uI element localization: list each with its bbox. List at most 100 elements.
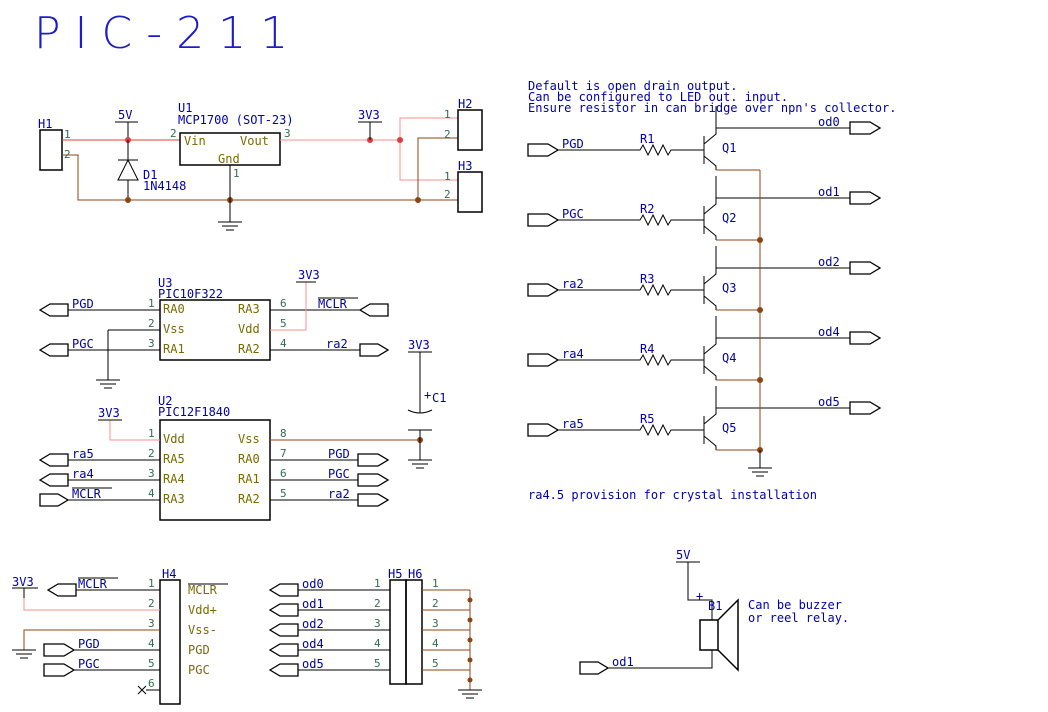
- diode-d1: [117, 140, 139, 200]
- port-ra2: [357, 493, 390, 507]
- port-output: [849, 191, 882, 205]
- h6-ref: H6: [408, 567, 422, 581]
- h6-pin-num: 3: [432, 617, 439, 630]
- note-buzzer-1: Can be buzzer: [748, 598, 842, 612]
- port-input: [527, 423, 560, 437]
- u2-section: U2 PIC12F1840 Vdd RA5 RA4 RA3 1 2 3 4 Vs…: [38, 338, 446, 521]
- u2-pin-num: 5: [280, 487, 287, 500]
- u2-pin-num: 4: [148, 487, 155, 500]
- buzzer-cone: [717, 598, 739, 672]
- h4-ref: H4: [162, 567, 176, 581]
- u2-pin-num: 1: [148, 427, 155, 440]
- b1-plus: +: [696, 589, 703, 603]
- h5-pin-num: 2: [374, 597, 381, 610]
- port-mclr: [46, 583, 77, 597]
- h4-pin-num: 5: [148, 657, 155, 670]
- u3-pin-num: 4: [280, 337, 287, 350]
- h6-connector: [405, 579, 423, 685]
- h6-pin-num: 1: [432, 577, 439, 590]
- net-ra5: ra5: [72, 447, 94, 461]
- h4-pin-num: 4: [148, 637, 155, 650]
- net-ra4: ra4: [72, 467, 94, 481]
- resistor: [558, 423, 704, 437]
- u3-pin-name: Vdd: [238, 322, 260, 336]
- port-pgd: [38, 303, 69, 317]
- title: PIC-211: [34, 8, 302, 59]
- net-output: od5: [818, 395, 840, 409]
- h5-ref: H5: [388, 567, 402, 581]
- u3-pin-num: 1: [148, 297, 155, 310]
- junction: [125, 197, 131, 203]
- h1-ref: H1: [38, 117, 52, 131]
- h2-pin-2: 2: [444, 128, 451, 141]
- h4-wires: [74, 589, 160, 695]
- net-mclr: MCLR: [78, 577, 108, 591]
- u3-wires: [68, 309, 360, 380]
- resistor-ref: R1: [640, 132, 654, 146]
- resistor-ref: R4: [640, 342, 654, 356]
- port-mclr: [39, 493, 70, 507]
- net-input: ra4: [562, 347, 584, 361]
- label-3v3: 3V3: [358, 108, 380, 122]
- u2-pin-name: Vdd: [163, 432, 185, 446]
- u3-pin-name: RA1: [163, 342, 185, 356]
- u3-pin-num: 5: [280, 317, 287, 330]
- symbol-5v: [115, 121, 138, 140]
- h4-pin-num: 3: [148, 617, 155, 630]
- label-3v3: 3V3: [98, 406, 120, 420]
- transistor-ref: Q4: [722, 351, 736, 365]
- ground-symbol: [748, 450, 772, 477]
- u1-vin: Vin: [184, 134, 206, 148]
- port-od2: [268, 623, 299, 637]
- h5-pin-num: 1: [374, 577, 381, 590]
- collector-wire: [715, 127, 850, 134]
- h2-ref: H2: [458, 97, 472, 111]
- h6-pin-num: 4: [432, 637, 439, 650]
- net-pgc: PGC: [72, 337, 94, 351]
- transistor: [703, 246, 717, 310]
- collector-wire: [715, 407, 850, 414]
- h5-pin-num: 3: [374, 617, 381, 630]
- resistor: [558, 213, 704, 227]
- h4-vss-wire: [23, 629, 160, 650]
- label-5v: 5V: [118, 108, 132, 122]
- h4-vdd-wire: [23, 598, 160, 611]
- c1-plus: +: [424, 388, 431, 402]
- net-input: PGD: [562, 137, 584, 151]
- resistor: [558, 143, 704, 157]
- net-pgd: PGD: [328, 447, 350, 461]
- u3-pin-num: 3: [148, 337, 155, 350]
- u2-pin-num: 3: [148, 467, 155, 480]
- port-output: [849, 121, 882, 135]
- h5-pin-num: 5: [374, 657, 381, 670]
- transistor-ref: Q3: [722, 281, 736, 295]
- symbol-3v3: [358, 121, 382, 140]
- resistor: [558, 353, 704, 367]
- net-od4: od4: [302, 637, 324, 651]
- note-line-3: Ensure resistor in can bridge over npn's…: [528, 101, 896, 115]
- transistor: [703, 176, 717, 240]
- d1-value: 1N4148: [143, 179, 186, 193]
- port-output: [849, 261, 882, 275]
- h6-pin-num: 2: [432, 597, 439, 610]
- port-mclr: [358, 303, 389, 317]
- u1-gnd: Gnd: [218, 152, 240, 166]
- u2-pin-name: RA1: [238, 472, 260, 486]
- note-line-1: Default is open drain output.: [528, 79, 738, 93]
- port-od0: [268, 583, 299, 597]
- u2-pin-name: RA5: [163, 452, 185, 466]
- net-input: ra2: [562, 277, 584, 291]
- transistor-ref: Q2: [722, 211, 736, 225]
- resistor: [558, 283, 704, 297]
- resistor-ref: R2: [640, 202, 654, 216]
- u3-pin-name: RA3: [238, 302, 260, 316]
- h4-pin-name: PGD: [188, 643, 210, 657]
- h4-pin-name: Vdd+: [188, 603, 217, 617]
- resistor-ref: R3: [640, 272, 654, 286]
- u2-pin-name: RA3: [163, 492, 185, 506]
- net-input: PGC: [562, 207, 584, 221]
- capacitor-c1: [407, 351, 433, 460]
